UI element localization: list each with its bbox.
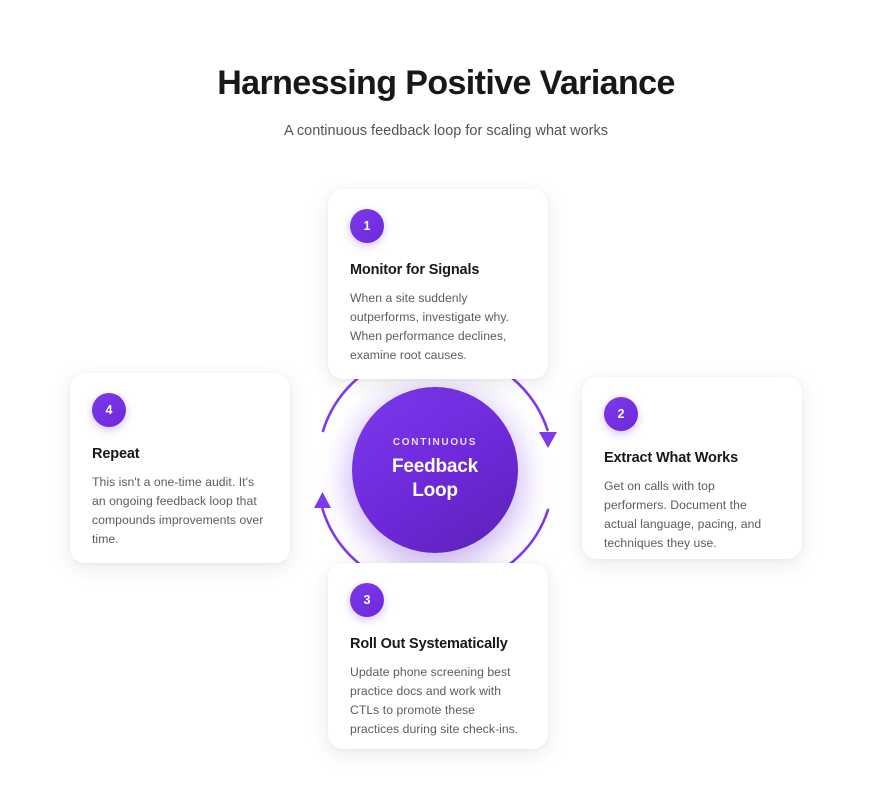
right-arrowhead [539,432,557,448]
step-title: Roll Out Systematically [350,636,508,652]
hub-title-line-2: Loop [412,480,458,501]
step-badge-2: 2 [604,397,638,431]
page-title: Harnessing Positive Variance [217,64,675,102]
step-badge-1: 1 [350,209,384,243]
left-arrowhead [314,492,331,508]
hub-title-line-1: Feedback [391,456,479,477]
feedback-loop-hub: CONTINUOUS Feedback Loop [352,387,518,553]
step-title: Repeat [92,446,140,462]
step-body: Update phone screening best practice doc… [350,665,519,736]
step-badge-number: 3 [363,593,371,607]
hub-eyebrow-label: CONTINUOUS [392,437,478,448]
header: Harnessing Positive Variance A continuou… [0,62,892,141]
step-body: Get on calls with top performers. Docume… [604,479,762,550]
step-title: Monitor for Signals [350,262,480,278]
step-title: Extract What Works [604,450,739,466]
step-card-roll-out-systematically[interactable]: 3 Roll Out Systematically Update phone s… [328,563,548,749]
page-subtitle: A continuous feedback loop for scaling w… [283,123,609,139]
step-badge-number: 1 [363,219,371,233]
step-badge-3: 3 [350,583,384,617]
step-badge-number: 2 [617,407,625,421]
step-badge-number: 4 [105,403,113,417]
step-badge-4: 4 [92,393,126,427]
step-card-extract-what-works[interactable]: 2 Extract What Works Get on calls with t… [582,377,802,559]
step-body: This isn't a one-time audit. It's an ong… [92,475,264,546]
step-body: When a site suddenly outperforms, invest… [350,291,510,362]
step-card-monitor-for-signals[interactable]: 1 Monitor for Signals When a site sudden… [328,189,548,379]
step-card-repeat[interactable]: 4 Repeat This isn't a one-time audit. It… [70,373,290,563]
